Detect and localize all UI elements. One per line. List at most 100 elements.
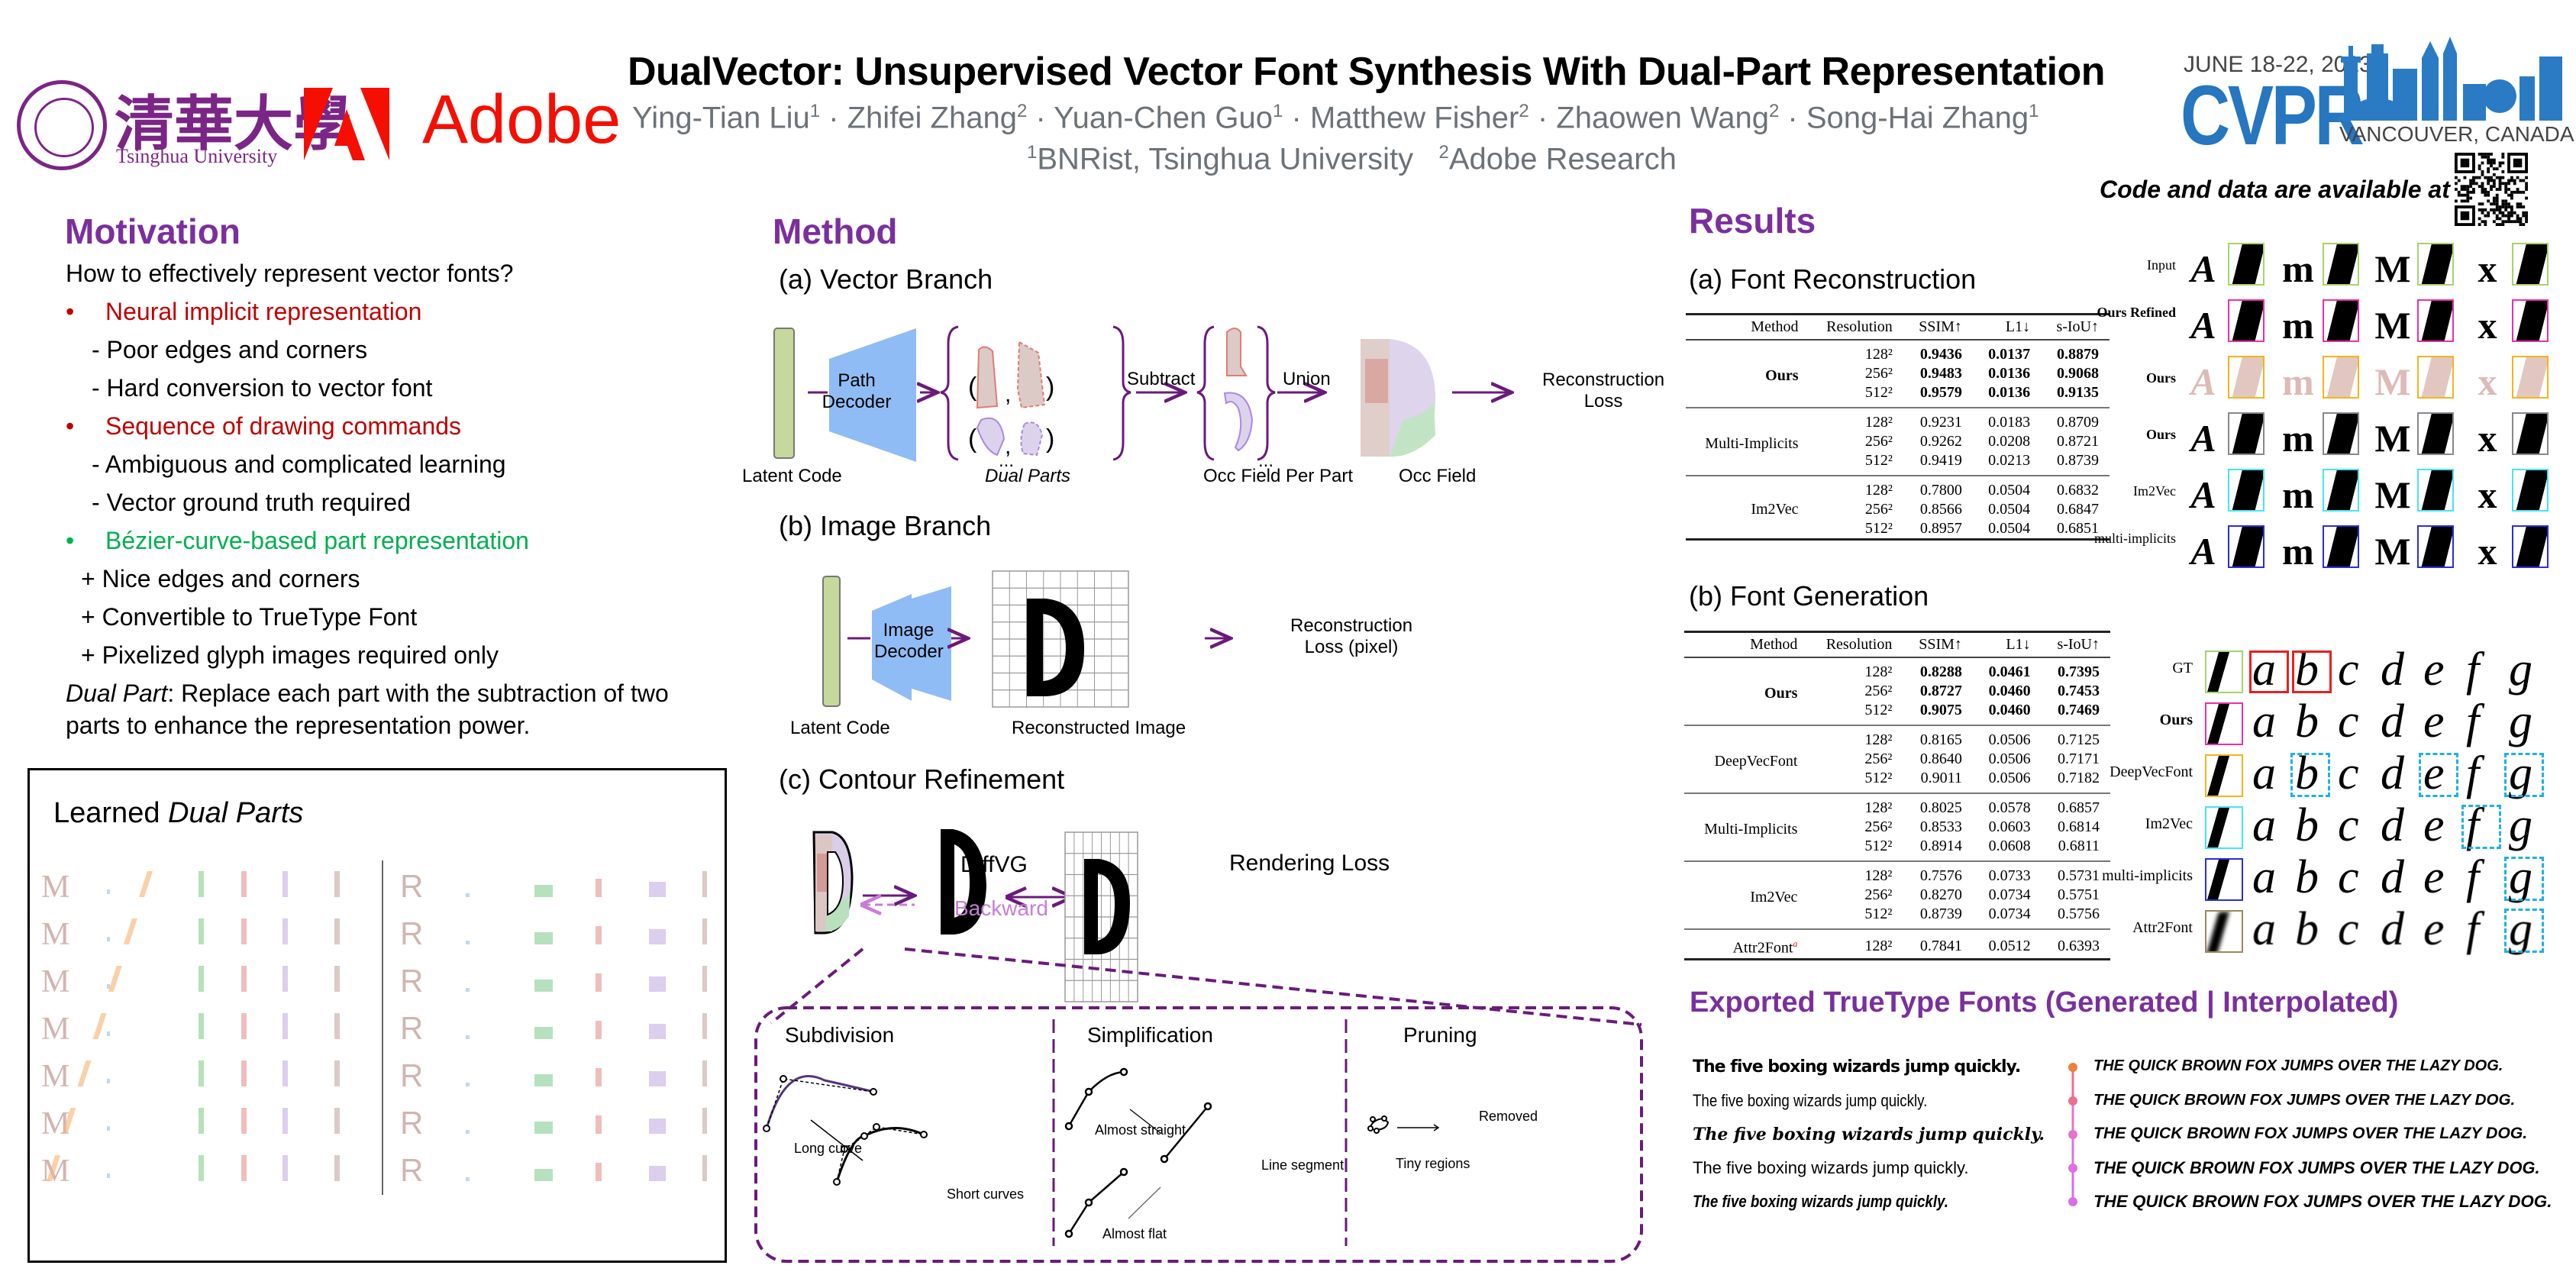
recon-zoom-crop <box>2417 356 2454 399</box>
dual-part-definition: Dual Part: Replace each part with the su… <box>66 680 669 708</box>
gen-letter: e <box>2423 799 2445 851</box>
gen-letter: b <box>2295 696 2319 747</box>
res-cell: 128² <box>1864 867 1893 884</box>
method-cell: Im2Vec <box>1684 861 1809 930</box>
motivation-item: •Sequence of drawing commands <box>66 412 461 441</box>
res-cell: 128² <box>1864 346 1893 363</box>
siou-cell: 0.6811 <box>2041 837 2110 862</box>
res-cell: 128² <box>1864 414 1893 431</box>
gen-letter: f <box>2466 696 2480 747</box>
learned-title-italic: Dual Parts <box>168 797 304 829</box>
reconstructed-image-label: Reconstructed Image <box>1012 718 1186 738</box>
crop-fill <box>2326 357 2358 397</box>
learned-part-m <box>334 918 340 944</box>
gen-letter: e <box>2423 851 2445 903</box>
res-cell: 512² <box>1808 905 1903 930</box>
learned-part-r <box>466 1130 470 1134</box>
learned-part-m <box>241 871 247 897</box>
gen-letter: f <box>2466 799 2480 851</box>
learned-r-glyph: R <box>400 1010 423 1046</box>
gen-row-label: Attr2Font <box>2132 919 2193 936</box>
short-curves-label: Short curves <box>947 1186 1025 1202</box>
author-name: Yuan-Chen Guo <box>1054 101 1273 135</box>
l1-cell: 0.0208 <box>1988 433 2031 450</box>
learned-part-r <box>649 929 666 944</box>
learned-r-glyph: R <box>400 963 423 999</box>
learned-dual-parts-title: Learned Dual Parts <box>53 797 303 830</box>
siou-cell: 0.8739 <box>2041 451 2110 476</box>
learned-part-r <box>702 1060 707 1086</box>
dual-parts-ellipsis: ... <box>999 450 1015 471</box>
recon-row-label: Input <box>2147 257 2176 273</box>
siou-cell: 0.6857 <box>2058 799 2100 816</box>
column-header: L1↓ <box>1972 631 2042 658</box>
gen-letter: g <box>2509 903 2532 955</box>
ssim-cell: 0.8566 <box>1919 501 1962 518</box>
learned-part-m <box>282 871 288 897</box>
learned-part-r <box>596 1163 602 1181</box>
gen-letter: g <box>2509 851 2532 903</box>
l1-cell: 0.0461 <box>1988 663 2031 680</box>
method-cell: Ours <box>1686 340 1809 408</box>
crop-fill <box>2516 527 2547 567</box>
path-decoder-shape <box>829 328 916 462</box>
learned-part-r <box>596 1068 602 1086</box>
dual-part-shape-2a <box>976 417 1006 457</box>
colored-d-glyph <box>812 831 854 935</box>
siou-cell: 0.6847 <box>2057 501 2099 518</box>
column-header: Resolution <box>1808 631 1903 658</box>
l1-cell: 0.0136 <box>1972 383 2042 408</box>
learned-part-m <box>241 966 247 992</box>
siou-cell: 0.7171 <box>2058 751 2100 767</box>
failure-highlight-box <box>2504 753 2544 797</box>
learned-part-r <box>649 1119 666 1134</box>
almost-flat-label: Almost flat <box>1102 1226 1167 1241</box>
learned-m-glyph: M <box>41 964 69 999</box>
res-cell: 512² <box>1808 837 1903 862</box>
learned-part-r <box>466 1035 470 1039</box>
recon-zoom-crop <box>2228 469 2264 512</box>
crop-fill <box>2232 301 2263 341</box>
gen-letter: b <box>2295 799 2319 851</box>
crop-fill <box>2421 244 2452 284</box>
crop-fill <box>2421 301 2452 341</box>
gen-row-label: DeepVecFont <box>2110 763 2193 780</box>
gen-letter: f <box>2466 747 2480 799</box>
recon-zoom-crop <box>2512 356 2549 399</box>
recon-loss-line2: Loss <box>1583 391 1623 412</box>
siou-cell: 0.7469 <box>2041 701 2110 726</box>
qr-code-icon[interactable] <box>2455 153 2528 226</box>
author-affiliation-mark: 1 <box>1273 101 1283 121</box>
font-reconstruction-title: (a) Font Reconstruction <box>1689 263 1977 295</box>
ssim-cell: 0.8288 <box>1919 663 1962 680</box>
pruning-title: Pruning <box>1403 1023 1477 1047</box>
adobe-logo-icon <box>304 88 389 160</box>
tsinghua-english-name: Tsinghua University <box>116 145 278 167</box>
siou-cell: 0.9068 <box>2057 365 2099 382</box>
crop-fill <box>2206 860 2230 899</box>
image-decoder-line1: Image <box>883 620 935 641</box>
learned-part-m <box>107 889 110 894</box>
ssim-cell: 0.8533 <box>1919 818 1962 835</box>
pruning-illustration <box>1367 1115 1440 1134</box>
gen-letter: a <box>2252 903 2276 955</box>
almost-straight-label: Almost straight <box>1095 1122 1186 1138</box>
learned-part-r <box>649 1024 666 1039</box>
crop-fill <box>2206 704 2230 744</box>
recon-zoom-crop <box>2512 469 2549 512</box>
recon-glyph: A <box>2190 304 2216 347</box>
learned-part-r <box>596 973 602 992</box>
font-generation-title: (b) Font Generation <box>1689 580 1929 612</box>
l1-cell: 0.0512 <box>1972 929 2042 960</box>
crop-fill <box>2232 470 2263 510</box>
l1-cell: 0.0506 <box>1988 731 2031 748</box>
siou-cell: 0.5756 <box>2041 905 2110 930</box>
l1-cell: 0.0578 <box>1988 799 2031 816</box>
column-header: Method <box>1684 631 1809 658</box>
motivation-item-text: Bézier-curve-based part representation <box>105 527 529 554</box>
